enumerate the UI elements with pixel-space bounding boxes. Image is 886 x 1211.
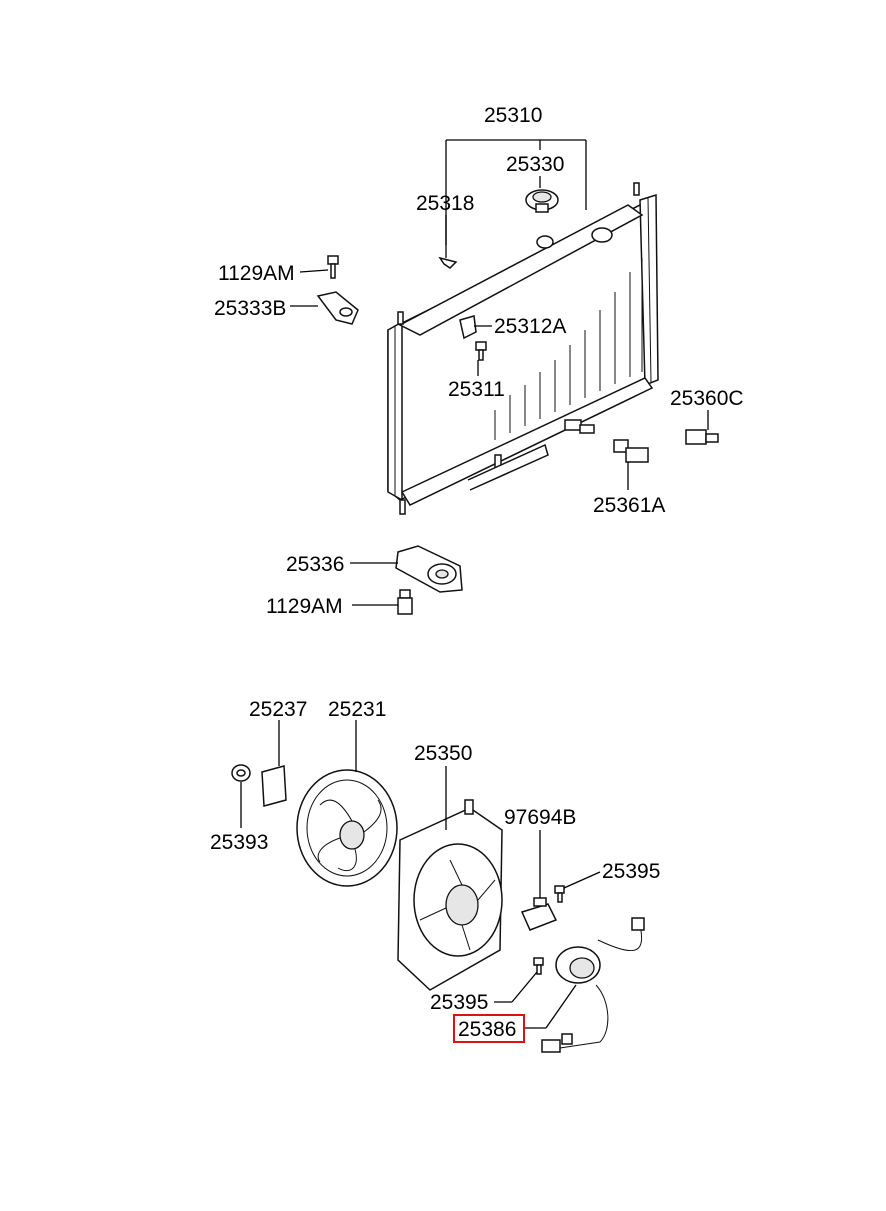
label-25361a: 25361A	[593, 494, 665, 517]
bracket-25312a	[459, 315, 477, 340]
radiator-cap	[525, 189, 559, 213]
part-labels: 25310 25330 25318 1129AM 25333B 25312A 2…	[210, 104, 744, 1041]
label-25231: 25231	[328, 698, 386, 721]
label-1129am-bottom: 1129AM	[266, 595, 343, 618]
sensor-25360c	[685, 429, 719, 445]
sensor-25361a	[613, 439, 649, 463]
fan-25231	[296, 769, 398, 887]
label-25395-left: 25395	[430, 991, 488, 1014]
screw-right	[554, 885, 565, 903]
label-25336: 25336	[286, 553, 344, 576]
plate-25237	[261, 765, 287, 807]
motor-25386	[541, 917, 645, 1053]
radiator	[387, 182, 659, 515]
label-25330: 25330	[506, 153, 564, 176]
label-25312a: 25312A	[494, 315, 566, 338]
label-25386: 25386	[458, 1018, 516, 1041]
label-25311: 25311	[448, 378, 505, 401]
screw-left	[533, 957, 544, 975]
label-25237: 25237	[249, 698, 307, 721]
label-25395-right: 25395	[602, 860, 660, 883]
label-25350: 25350	[414, 742, 472, 765]
shroud-25350	[397, 799, 503, 991]
clip-25318	[438, 256, 458, 269]
bolt-bottom	[397, 589, 413, 615]
radiator-fins	[494, 258, 643, 440]
label-25360c: 25360C	[670, 387, 744, 410]
resistor-97694b	[520, 897, 558, 931]
label-25393: 25393	[210, 831, 268, 854]
bolt-top	[327, 255, 339, 279]
label-97694b: 97694B	[504, 806, 576, 829]
bolt-25311	[475, 341, 487, 361]
washer-25393	[231, 764, 251, 782]
label-1129am-top: 1129AM	[218, 262, 295, 285]
label-25318: 25318	[416, 192, 474, 215]
highlight-box	[453, 1014, 525, 1043]
mount-25336	[395, 545, 463, 593]
label-25333b: 25333B	[214, 297, 286, 320]
leader-lines	[240, 139, 709, 1029]
bracket-25333b	[316, 291, 359, 325]
label-25310: 25310	[484, 104, 542, 127]
